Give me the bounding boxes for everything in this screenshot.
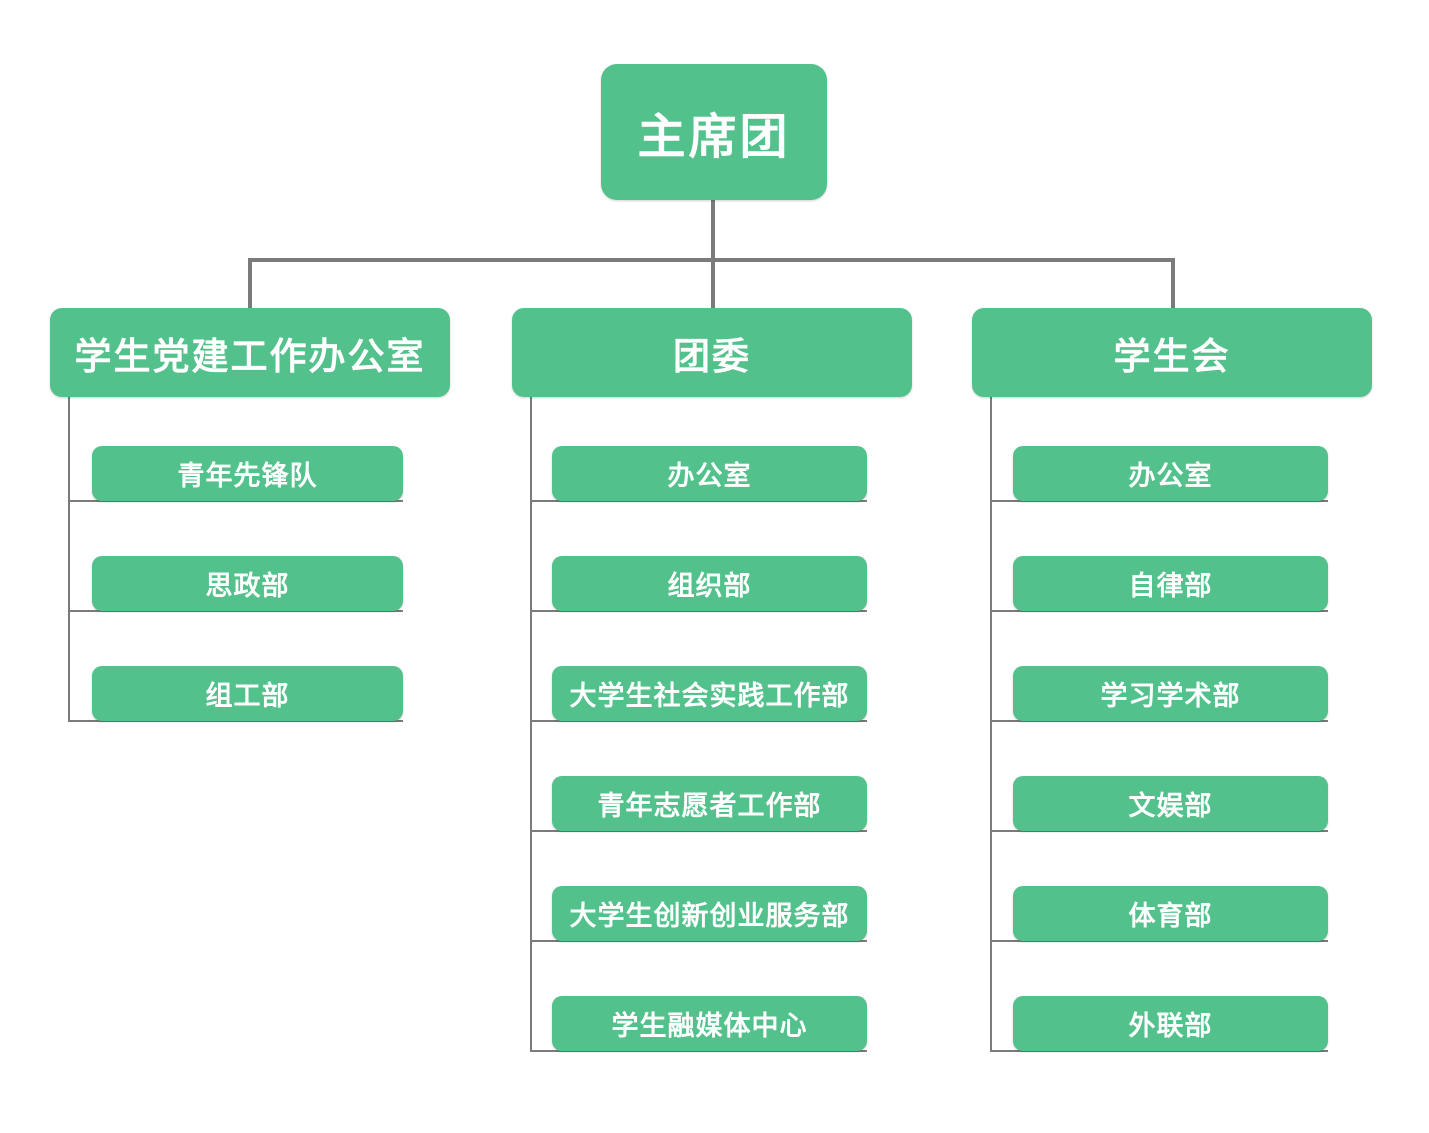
branch-drop-connector-left xyxy=(248,258,252,308)
trunk-connector xyxy=(68,396,70,722)
child-connector xyxy=(530,1050,867,1052)
child-connector xyxy=(530,500,867,502)
child-connector xyxy=(68,720,403,722)
child-node[interactable]: 办公室 xyxy=(1013,446,1328,501)
child-connector xyxy=(990,500,1328,502)
child-node[interactable]: 学习学术部 xyxy=(1013,666,1328,721)
branch-drop-connector-right xyxy=(1171,258,1175,308)
child-node[interactable]: 组工部 xyxy=(92,666,403,721)
child-node[interactable]: 外联部 xyxy=(1013,996,1328,1051)
child-node[interactable]: 文娱部 xyxy=(1013,776,1328,831)
node-student-union[interactable]: 学生会 xyxy=(972,308,1372,397)
child-node[interactable]: 青年志愿者工作部 xyxy=(552,776,867,831)
child-connector xyxy=(530,940,867,942)
child-connector xyxy=(990,1050,1328,1052)
child-node[interactable]: 学生融媒体中心 xyxy=(552,996,867,1051)
trunk-connector xyxy=(530,396,532,1052)
child-connector xyxy=(530,830,867,832)
node-party-building-office[interactable]: 学生党建工作办公室 xyxy=(50,308,450,397)
child-node[interactable]: 大学生社会实践工作部 xyxy=(552,666,867,721)
child-node[interactable]: 办公室 xyxy=(552,446,867,501)
child-node[interactable]: 体育部 xyxy=(1013,886,1328,941)
child-node[interactable]: 思政部 xyxy=(92,556,403,611)
trunk-connector xyxy=(990,396,992,1052)
child-node[interactable]: 青年先锋队 xyxy=(92,446,403,501)
child-node[interactable]: 大学生创新创业服务部 xyxy=(552,886,867,941)
child-connector xyxy=(530,610,867,612)
node-youth-league[interactable]: 团委 xyxy=(512,308,912,397)
root-stem-connector xyxy=(711,200,715,260)
child-connector xyxy=(990,610,1328,612)
child-node[interactable]: 组织部 xyxy=(552,556,867,611)
child-node[interactable]: 自律部 xyxy=(1013,556,1328,611)
child-connector xyxy=(990,720,1328,722)
child-connector xyxy=(990,940,1328,942)
child-connector xyxy=(68,500,403,502)
child-connector xyxy=(990,830,1328,832)
child-connector xyxy=(530,720,867,722)
node-presidium[interactable]: 主席团 xyxy=(601,64,827,200)
child-connector xyxy=(68,610,403,612)
branch-drop-connector-middle xyxy=(711,258,715,308)
